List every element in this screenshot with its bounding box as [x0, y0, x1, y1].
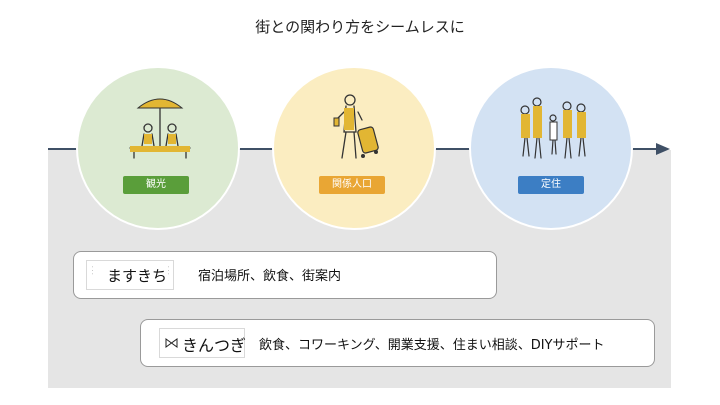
tourists-icon: [129, 98, 191, 159]
stage-circle-related-population: [272, 66, 436, 230]
masukichi-logo: ・・・ ますきち ・・・: [86, 260, 174, 290]
bowtie-icon: [165, 338, 178, 348]
facility-card-masukichi: ・・・ ますきち ・・・ 宿泊場所、飲食、街案内: [73, 251, 497, 299]
logo-side-mark: ・・・: [91, 265, 95, 276]
page-title: 街との関わり方をシームレスに: [255, 18, 465, 36]
stage-circle-tourism: [76, 66, 240, 230]
logo-side-mark: ・・・: [167, 265, 171, 276]
kintsugi-services: 飲食、コワーキング、開業支援、住まい相談、DIYサポート: [259, 338, 605, 353]
stage-label-settlement: 定住: [518, 176, 584, 194]
family-icon: [520, 97, 586, 159]
facility-card-kintsugi: きんつぎ 飲食、コワーキング、開業支援、住まい相談、DIYサポート: [140, 319, 655, 367]
traveler-icon: [333, 94, 379, 159]
stage-circle-settlement: [469, 66, 633, 230]
kintsugi-logo: きんつぎ: [159, 328, 247, 358]
masukichi-services: 宿泊場所、飲食、街案内: [198, 269, 342, 284]
stage-label-related-population: 関係人口: [319, 176, 385, 194]
timeline-arrowhead: [656, 143, 670, 155]
masukichi-logo-text: ますきち: [107, 267, 168, 285]
stage-label-tourism: 観光: [123, 176, 189, 194]
kintsugi-logo-text: きんつぎ: [182, 336, 247, 355]
